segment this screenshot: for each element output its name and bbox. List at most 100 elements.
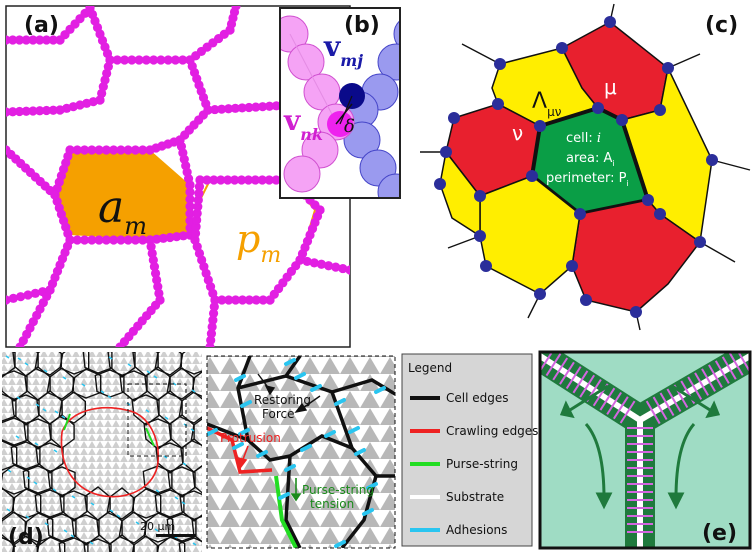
adhesion — [234, 374, 246, 382]
cell-polygon — [22, 465, 53, 494]
adhesion-mark — [172, 382, 177, 386]
bead — [250, 175, 260, 185]
adhesion — [334, 540, 346, 548]
lambda-symbol: Λ — [532, 89, 547, 114]
vertex-node — [494, 58, 506, 70]
spring-stripe — [687, 376, 703, 400]
bead — [35, 106, 45, 116]
bead — [116, 235, 126, 245]
spring-stripe — [545, 353, 562, 377]
spring-stripe — [714, 360, 730, 384]
bead — [8, 293, 18, 303]
bead — [244, 295, 254, 305]
bead — [48, 35, 58, 45]
bead — [21, 106, 31, 116]
bead — [134, 55, 144, 65]
bead — [193, 195, 203, 205]
adhesion-mark — [174, 496, 179, 500]
bead — [205, 342, 215, 347]
bead — [192, 208, 202, 218]
adhesion — [366, 482, 378, 490]
bead — [45, 285, 55, 295]
adhesion — [334, 398, 346, 406]
adhesion-mark — [190, 428, 195, 432]
pink-bead-chain — [280, 15, 355, 193]
purse-string-label-2: tension — [310, 497, 354, 511]
delta-symbol: δ — [344, 116, 355, 137]
spring-stripe — [572, 370, 589, 394]
cell-polygon — [179, 352, 202, 375]
cell-polygon — [35, 442, 64, 474]
adhesion-mark — [25, 515, 30, 519]
vertex-node — [694, 236, 706, 248]
adhesion-mark — [54, 410, 59, 414]
panel-e-frame — [538, 350, 752, 550]
spring-stripe — [565, 366, 582, 390]
cell-network — [2, 352, 202, 552]
vertex-node — [604, 16, 616, 28]
adhesion-mark — [153, 375, 158, 379]
purse-string-segment — [63, 413, 71, 431]
vertex-node — [526, 170, 538, 182]
cell-polygon — [36, 536, 66, 552]
legend-item-label: Adhesions — [446, 523, 507, 537]
bead — [203, 105, 213, 115]
spring-stripe — [645, 400, 661, 425]
cell-polygon — [2, 464, 30, 495]
cell-index-var: i — [597, 131, 601, 146]
cell-polygon — [131, 394, 160, 426]
adhesion-mark — [5, 355, 10, 359]
legend-item-label: Substrate — [446, 490, 504, 504]
bead — [210, 295, 220, 305]
bead — [141, 55, 151, 65]
bead — [178, 231, 188, 241]
vertex-node — [662, 62, 674, 74]
adhesion — [284, 464, 296, 472]
velocity-mj-symbol: v — [323, 30, 341, 63]
cell-polygon — [46, 513, 77, 542]
cell-polygon — [2, 417, 29, 446]
bead — [208, 308, 219, 319]
cell-polygon — [2, 487, 15, 520]
adhesion-mark — [109, 509, 114, 513]
bead — [258, 295, 268, 305]
bead — [207, 322, 217, 332]
adhesion-mark — [163, 455, 168, 459]
restoring-arrows — [257, 373, 321, 414]
cell-polygon — [166, 513, 197, 542]
bead — [156, 55, 166, 65]
bead — [264, 101, 275, 111]
purse-string-arrow — [290, 478, 302, 502]
spring-stripe — [652, 396, 668, 421]
bond-line — [339, 95, 353, 125]
adhesion-mark — [6, 508, 11, 512]
bead — [192, 215, 202, 225]
bead — [79, 235, 90, 245]
perimeter-symbol: p — [236, 217, 260, 261]
vertex-node — [480, 260, 492, 272]
protrusion-arrow — [236, 445, 249, 470]
bead — [271, 101, 281, 111]
bead — [223, 104, 234, 114]
bead — [41, 35, 52, 45]
adhesion — [348, 426, 360, 434]
bead — [79, 145, 90, 155]
bead — [30, 288, 40, 298]
vertex-node — [642, 194, 654, 206]
bead — [109, 145, 119, 155]
bead — [243, 175, 254, 185]
bead — [258, 102, 268, 112]
adhesion-mark — [89, 541, 94, 545]
bead — [264, 175, 274, 185]
bead — [16, 292, 26, 302]
cell-polygon — [2, 393, 17, 422]
bead — [271, 175, 281, 185]
panel-e: (e) — [538, 350, 752, 550]
vertex-node — [566, 260, 578, 272]
vertex-node — [434, 178, 446, 190]
crawling-edges-wound — [60, 407, 160, 498]
cell-polygon — [82, 352, 113, 374]
bead — [127, 55, 137, 65]
cell-polygon — [23, 418, 52, 450]
